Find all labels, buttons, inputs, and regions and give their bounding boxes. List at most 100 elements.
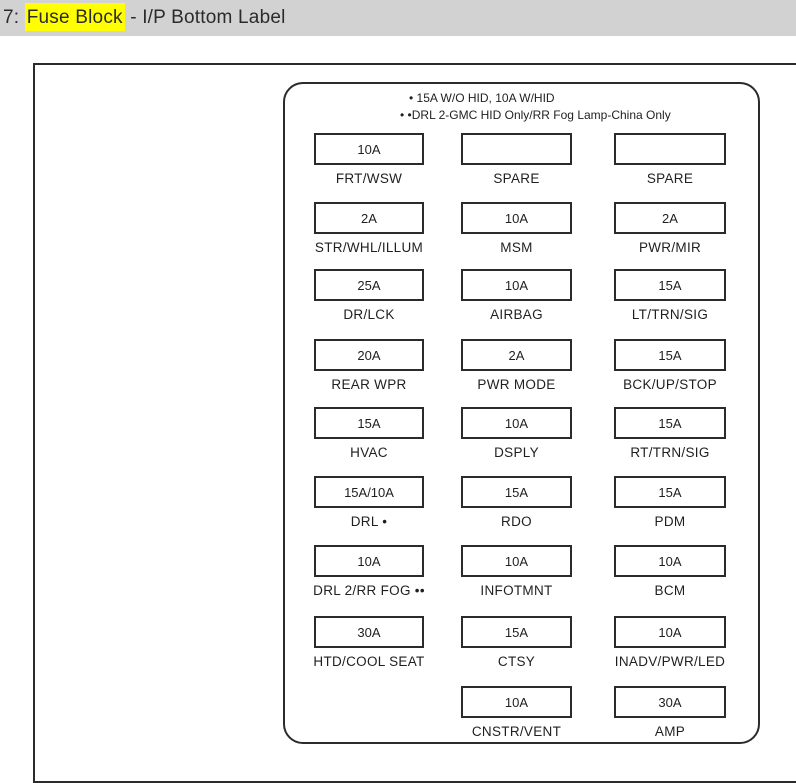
fuse-cell: 15A LT/TRN/SIG — [614, 269, 726, 322]
fuse-amp-box: 15A — [614, 407, 726, 439]
fuse-label: PDM — [654, 514, 686, 529]
fuse-amp-box: 10A — [614, 545, 726, 577]
fuse-amp-box — [614, 133, 726, 165]
fuse-cell: 30A AMP — [614, 686, 726, 739]
fuse-amp: 30A — [658, 694, 682, 710]
fuse-amp: 10A — [504, 415, 529, 431]
fuse-label: LT/TRN/SIG — [631, 307, 709, 322]
fuse-amp-box: 15A — [614, 339, 726, 371]
fuse-amp: 10A — [357, 141, 381, 157]
fuse-label: AMP — [654, 724, 686, 739]
fuse-cell: 2A PWR/MIR — [614, 202, 726, 255]
fuse-cell: 15A PDM — [614, 476, 726, 529]
fuse-amp: 15A — [658, 484, 682, 500]
fuse-amp-box: 15A/10A — [314, 476, 424, 508]
fuse-amp-box: 10A — [461, 269, 572, 301]
fuse-cell: 15A CTSY — [461, 616, 572, 669]
fuse-amp: 10A — [658, 624, 682, 640]
fuse-label: PWR/MIR — [638, 240, 702, 255]
fuse-cell: 25A DR/LCK — [314, 269, 424, 322]
fuse-cell: 15A/10A DRL • — [314, 476, 424, 529]
fuse-amp: 10A — [357, 553, 381, 569]
fuse-amp-box: 15A — [614, 269, 726, 301]
fuse-cell: 10A FRT/WSW — [314, 133, 424, 186]
fuse-amp-box: 10A — [314, 133, 424, 165]
fuse-amp: 10A — [504, 553, 529, 569]
fuse-label: RT/TRN/SIG — [630, 445, 710, 460]
highlighted-search-term: Fuse Block — [24, 3, 125, 31]
fuse-cell: 10A MSM — [461, 202, 572, 255]
fuse-label: DRL • — [350, 514, 388, 529]
fuse-amp: 15A — [658, 415, 682, 431]
fuse-cell: 20A REAR WPR — [314, 339, 424, 392]
fuse-amp: 2A — [361, 210, 377, 226]
fuse-amp-box: 30A — [614, 686, 726, 718]
fuse-amp-box: 2A — [614, 202, 726, 234]
fuse-amp-box: 20A — [314, 339, 424, 371]
fuse-label: DSPLY — [494, 445, 539, 460]
fuse-amp-box: 25A — [314, 269, 424, 301]
fuse-amp-box: 10A — [314, 545, 424, 577]
fuse-amp: 20A — [357, 347, 381, 363]
fuse-cell: 10A DRL 2/RR FOG •• — [313, 545, 425, 598]
fuse-amp-box: 30A — [314, 616, 424, 648]
fuse-amp-box: 10A — [614, 616, 726, 648]
fuse-amp: 25A — [357, 277, 381, 293]
fuse-cell: 10A AIRBAG — [461, 269, 572, 322]
fuse-label: HTD/COOL SEAT — [313, 654, 425, 669]
fuse-amp: 10A — [658, 553, 682, 569]
fuse-label: INFOTMNT — [480, 583, 553, 598]
fuse-label: RDO — [501, 514, 532, 529]
fuse-cell: 15A BCK/UP/STOP — [614, 339, 726, 392]
fuse-label: CNSTR/VENT — [471, 724, 562, 739]
fuse-notes: • 15A W/O HID, 10A W/HID • •DRL 2-GMC HI… — [400, 90, 671, 124]
fuse-amp: 10A — [504, 277, 529, 293]
fuse-cell: 10A INFOTMNT — [461, 545, 572, 598]
figure-number: 7: — [3, 7, 25, 28]
fuse-amp: 15A — [504, 624, 529, 640]
fuse-cell: 2A STR/WHL/ILLUM — [314, 202, 424, 255]
fuse-cell: 30A HTD/COOL SEAT — [313, 616, 424, 669]
fuse-label: CTSY — [497, 654, 536, 669]
note-line: • •DRL 2-GMC HID Only/RR Fog Lamp-China … — [400, 108, 671, 122]
fuse-cell: 2A PWR MODE — [461, 339, 572, 392]
fuse-label: REAR WPR — [331, 377, 407, 392]
fuse-cell: 15A HVAC — [314, 407, 424, 460]
fuse-label: STR/WHL/ILLUM — [314, 240, 424, 255]
figure-title-bar: 7: Fuse Block - I/P Bottom Label — [0, 0, 796, 36]
fuse-amp: 2A — [508, 347, 525, 363]
fuse-amp: 15A — [504, 484, 529, 500]
figure-title-suffix: - I/P Bottom Label — [124, 7, 286, 28]
fuse-label: SPARE — [646, 171, 694, 186]
fuse-cell: 10A BCM — [614, 545, 726, 598]
fuse-amp-box: 10A — [461, 407, 572, 439]
fuse-label: SPARE — [493, 171, 540, 186]
fuse-block-outline: • 15A W/O HID, 10A W/HID • •DRL 2-GMC HI… — [283, 82, 760, 744]
fuse-cell: 10A DSPLY — [461, 407, 572, 460]
fuse-label: BCK/UP/STOP — [623, 377, 717, 392]
figure-title: 7: Fuse Block - I/P Bottom Label — [3, 3, 286, 31]
fuse-amp: 15A/10A — [344, 484, 394, 500]
fuse-label: FRT/WSW — [335, 171, 403, 186]
fuse-amp: 30A — [357, 624, 381, 640]
fuse-cell: 15A RDO — [461, 476, 572, 529]
fuse-amp: 15A — [658, 277, 682, 293]
note-line: • 15A W/O HID, 10A W/HID — [409, 91, 555, 105]
fuse-amp-box: 15A — [314, 407, 424, 439]
fuse-amp-box: 15A — [461, 616, 572, 648]
fuse-amp-box: 10A — [461, 202, 572, 234]
fuse-amp: 10A — [504, 210, 529, 226]
fuse-amp: 15A — [658, 347, 682, 363]
fuse-label: INADV/PWR/LED — [614, 654, 726, 669]
fuse-cell: 15A RT/TRN/SIG — [614, 407, 726, 460]
fuse-cell: 10A CNSTR/VENT — [461, 686, 572, 739]
fuse-amp-box: 15A — [461, 476, 572, 508]
fuse-amp-box: 10A — [461, 686, 572, 718]
fuse-amp-box: 2A — [461, 339, 572, 371]
fuse-cell: SPARE — [614, 133, 726, 186]
fuse-label: PWR MODE — [477, 377, 556, 392]
fuse-label: DR/LCK — [343, 307, 395, 322]
fuse-amp-box: 2A — [314, 202, 424, 234]
fuse-label: DRL 2/RR FOG •• — [313, 583, 425, 598]
fuse-amp-box: 10A — [461, 545, 572, 577]
